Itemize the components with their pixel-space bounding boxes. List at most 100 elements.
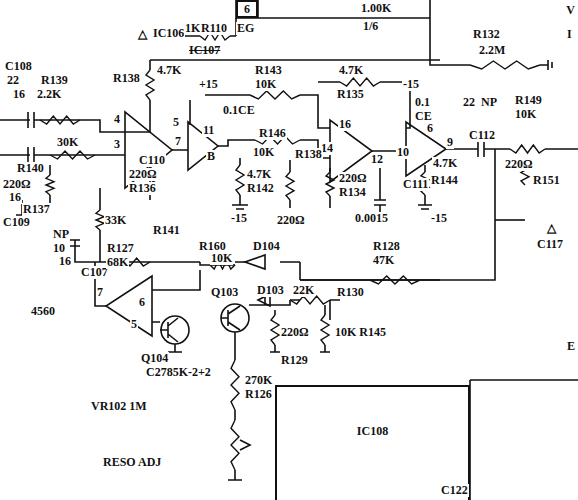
schematic-label: EG xyxy=(236,22,255,35)
component-value: 1.00K xyxy=(360,2,392,15)
schematic-label: 4 xyxy=(113,113,121,126)
component-value: R141 xyxy=(152,224,181,237)
schematic-label: C111 xyxy=(402,178,429,191)
schematic-label: C112 xyxy=(468,129,496,142)
schematic-label: △ xyxy=(546,222,557,235)
resistor-symbol xyxy=(271,315,279,345)
component-value: 10K R145 xyxy=(334,326,387,339)
bias-wire xyxy=(125,60,190,132)
resistor-symbol xyxy=(340,78,380,86)
schematic-label: 1/6 xyxy=(362,20,379,33)
component-value: 220Ω xyxy=(504,158,534,171)
input-wire xyxy=(0,112,125,132)
schematic-label: C122 xyxy=(440,484,469,497)
component-value: R136 xyxy=(128,182,157,195)
pot-wiper xyxy=(240,440,250,450)
component-value: 10K xyxy=(514,108,537,121)
component-value: R139 xyxy=(40,74,69,87)
schematic-label: -15 xyxy=(230,212,248,225)
transistor-wire xyxy=(152,322,242,480)
schematic-label: C108 xyxy=(4,60,33,73)
component-value: 22K xyxy=(292,284,315,297)
ic-box xyxy=(470,380,578,500)
component-value: R132 xyxy=(472,28,501,41)
schematic-label: 11 xyxy=(202,124,215,137)
component-value: R149 xyxy=(514,94,543,107)
opamp-symbol xyxy=(106,276,152,336)
component-value: 68K xyxy=(106,256,129,269)
schematic-label: 10 xyxy=(396,146,410,159)
schematic-label: -15 xyxy=(430,212,448,225)
schematic-label: 5 xyxy=(130,318,138,331)
resistor-symbol xyxy=(290,296,330,304)
resistor-symbol xyxy=(286,172,294,200)
component-value: 2.2M xyxy=(478,44,506,57)
schematic-label: 10 xyxy=(52,242,66,255)
component-value: 270K xyxy=(244,374,273,387)
schematic-label: 0.1CE xyxy=(222,104,256,117)
return-wire xyxy=(300,149,495,280)
resistor-symbol xyxy=(96,210,104,230)
opamp-symbol xyxy=(188,122,218,170)
resistor-symbol xyxy=(231,420,239,470)
component-value: R138 xyxy=(112,72,141,85)
resistor-symbol xyxy=(250,91,300,99)
schematic-label: 16 xyxy=(58,255,72,268)
ground-wire xyxy=(270,305,330,352)
component-value: R130 xyxy=(336,286,365,299)
component-value: 1K xyxy=(184,22,201,35)
schematic-label: 4560 xyxy=(30,305,56,318)
schematic-label: 0.0015 xyxy=(354,212,389,225)
component-value: 4.7K xyxy=(246,168,272,181)
schematic-label: IC107 xyxy=(188,44,221,57)
schematic-label: 16 xyxy=(338,118,352,131)
schematic-label: D103 xyxy=(256,284,285,297)
resistor-symbol xyxy=(231,360,239,410)
node-label: 6 xyxy=(238,3,256,16)
schematic-label: I xyxy=(566,28,573,41)
resistor-symbol xyxy=(146,70,154,100)
component-value: 10K xyxy=(210,252,233,265)
schematic-label: NP xyxy=(480,96,498,109)
schematic-label: IC106 xyxy=(152,27,185,40)
ic-box: IC108 xyxy=(275,385,470,500)
schematic-label: C2785K-2+2 xyxy=(145,366,212,379)
component-value: 10K xyxy=(254,78,277,91)
resistor-symbol xyxy=(40,116,80,124)
schematic-label: 12 xyxy=(370,153,384,166)
schematic-label: 16 xyxy=(12,88,26,101)
schematic-label: C117 xyxy=(536,238,564,251)
resistor-symbol xyxy=(50,151,95,159)
schematic-label: 7 xyxy=(174,135,182,148)
schematic-label: C107 xyxy=(80,266,109,279)
component-value: 4.7K xyxy=(156,64,182,77)
schematic-label: 3 xyxy=(113,138,121,151)
component-value: 4.7K xyxy=(338,64,364,77)
schematic-label: D104 xyxy=(252,240,281,253)
schematic-label: RESO ADJ xyxy=(102,456,162,469)
component-value: 220Ω xyxy=(276,214,306,227)
component-value: R128 xyxy=(372,240,401,253)
c117-wire xyxy=(495,219,525,221)
feedback-wire xyxy=(205,82,410,128)
schematic-label: 9 xyxy=(446,136,454,149)
schematic-label: E xyxy=(566,340,576,353)
component-value: 47K xyxy=(372,254,395,267)
component-value: 220Ω xyxy=(128,168,158,181)
resistor-symbol xyxy=(470,61,540,69)
component-value: R138 xyxy=(294,148,323,161)
ground-wire xyxy=(330,165,432,209)
component-value: 10K xyxy=(252,146,275,159)
component-value: R146 xyxy=(258,127,287,140)
component-value: R142 xyxy=(246,182,275,195)
resistor-symbol xyxy=(321,315,329,345)
schematic-label: Q104 xyxy=(140,352,169,365)
schematic-label: 5 xyxy=(172,116,180,129)
component-value: R144 xyxy=(430,174,459,187)
schematic-label: NP xyxy=(52,228,70,241)
schematic-label: 22 xyxy=(6,74,20,87)
component-value: 4.7K xyxy=(432,157,458,170)
component-value: 220Ω xyxy=(338,172,368,185)
component-value: R140 xyxy=(16,162,45,175)
